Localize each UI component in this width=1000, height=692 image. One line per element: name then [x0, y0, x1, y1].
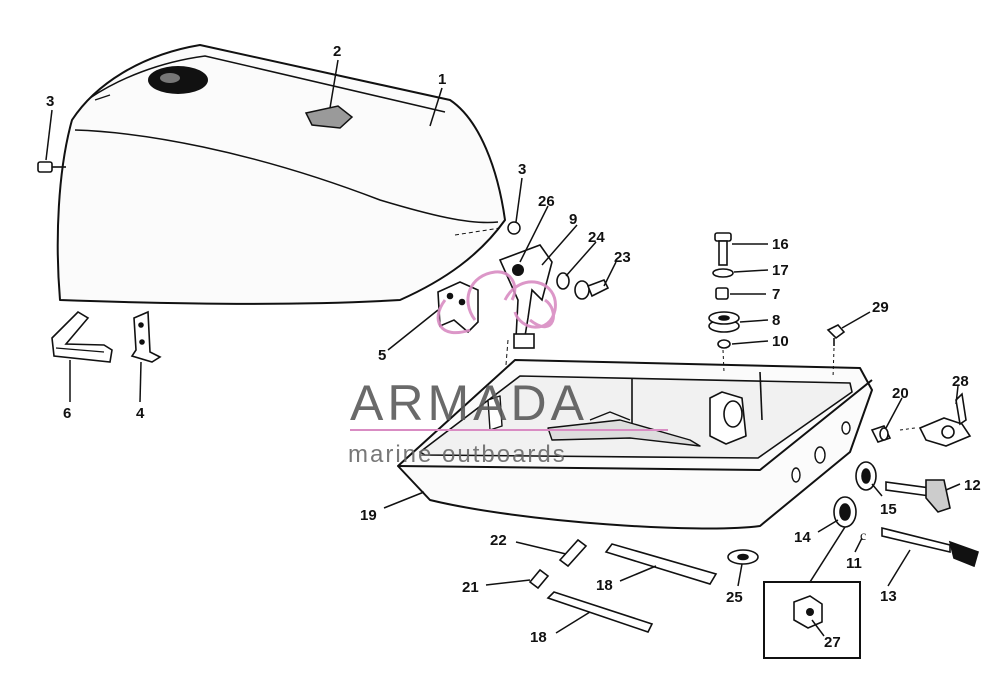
- latch-plate: [437, 281, 479, 334]
- callout-24: 24: [588, 229, 605, 246]
- nut-10: [717, 339, 731, 349]
- bolt-16: [714, 232, 732, 266]
- callout-20: 20: [892, 385, 909, 402]
- callout-29: 29: [872, 299, 889, 316]
- callout-10: 10: [772, 333, 789, 350]
- callout-13: 13: [880, 588, 897, 605]
- callout-18-upper: 18: [596, 577, 613, 594]
- callout-5: 5: [378, 347, 386, 364]
- callout-2: 2: [333, 43, 341, 60]
- callout-15: 15: [880, 501, 897, 518]
- detail-inset-27: [763, 581, 861, 659]
- knob-23: [574, 278, 610, 300]
- tube-18-lower: [546, 591, 654, 633]
- grommet-8: [708, 311, 740, 333]
- tube-18-upper: [604, 543, 718, 585]
- watermark-logo: [436, 270, 557, 335]
- callout-17: 17: [772, 262, 789, 279]
- washer-26: [512, 264, 524, 276]
- shaft-13: [881, 526, 979, 568]
- callout-28: 28: [952, 373, 969, 390]
- shift-rod-12: [885, 479, 951, 513]
- callout-22: 22: [490, 532, 507, 549]
- mounting-bracket: [130, 310, 162, 363]
- callout-27: 27: [824, 634, 841, 651]
- tube-22: [558, 538, 588, 568]
- seal-14: [833, 496, 857, 528]
- callout-11: 11: [846, 555, 862, 572]
- watermark-name: ARMADA: [350, 375, 588, 431]
- callout-labels: 1 2 3 3 4 5 6 7 8 9 10 11 12 13 14 15 16…: [46, 43, 981, 651]
- callout-6: 6: [63, 405, 71, 422]
- callout-3-right: 3: [518, 161, 526, 178]
- callout-19: 19: [360, 507, 377, 524]
- motor-cover-hood: [56, 44, 506, 305]
- callout-1: 1: [438, 71, 446, 88]
- clip-11-glyph: c: [860, 529, 866, 544]
- callout-8: 8: [772, 312, 780, 329]
- callout-25: 25: [726, 589, 743, 606]
- callout-14: 14: [794, 529, 811, 546]
- tube-21: [528, 568, 550, 590]
- callout-4: 4: [136, 405, 145, 422]
- screw-29: [826, 324, 846, 346]
- washer-24: [556, 272, 570, 290]
- screw-left: [37, 161, 66, 173]
- seal-15: [855, 461, 877, 491]
- watermark-tagline: marine outboards: [348, 441, 567, 468]
- callout-12: 12: [964, 477, 981, 494]
- pin-20: [870, 425, 892, 443]
- callout-16: 16: [772, 236, 789, 253]
- callout-7: 7: [772, 286, 780, 303]
- callout-26: 26: [538, 193, 555, 210]
- callout-18-lower: 18: [530, 629, 547, 646]
- seal-strip: [51, 310, 113, 363]
- callout-21: 21: [462, 579, 479, 596]
- choke-assembly: [918, 392, 972, 447]
- washer-17: [712, 268, 734, 278]
- screw-right-head: [507, 221, 521, 235]
- leader-lines: [45, 59, 961, 637]
- washer-25: [727, 549, 759, 565]
- callout-23: 23: [614, 249, 631, 266]
- callout-9: 9: [569, 211, 577, 228]
- spacer-7: [715, 287, 729, 300]
- cover-decal: [304, 105, 354, 129]
- callout-3-left: 3: [46, 93, 54, 110]
- lower-motor-pan: [397, 359, 873, 530]
